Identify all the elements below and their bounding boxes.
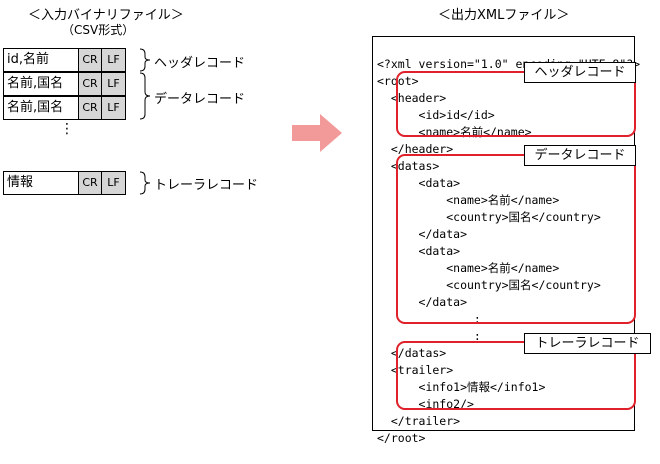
trailer-record-label: トレーラレコード [154, 178, 259, 193]
input-row-data-2: 名前,国名 CR LF [3, 96, 126, 120]
xml-line: <id>id</id> [377, 108, 495, 122]
header-brace-icon [139, 48, 151, 72]
xml-line: <country>国名</country> [377, 210, 601, 224]
cr-cell: CR [79, 49, 102, 71]
xml-line: <info2/> [377, 397, 474, 411]
xml-line: <info1>情報</info1> [377, 380, 546, 394]
cr-cell: CR [79, 97, 102, 119]
input-row-trailer: 情報 CR LF [3, 171, 126, 195]
input-row-data-1: 名前,国名 CR LF [3, 72, 126, 96]
header-tag: ヘッダレコード [524, 62, 636, 83]
row-data-cell: id,名前 [4, 49, 79, 71]
row-data-cell: 名前,国名 [4, 73, 79, 95]
lf-cell: LF [102, 49, 125, 71]
xml-line: <header> [377, 91, 447, 105]
xml-line: </header> [377, 142, 454, 156]
output-file-title: ＜出力XMLファイル＞ [438, 8, 570, 23]
trailer-brace-icon [139, 171, 151, 195]
row-data-cell: 名前,国名 [4, 97, 79, 119]
lf-cell: LF [102, 73, 125, 95]
data-brace-icon [139, 72, 151, 120]
xml-line: </data> [377, 227, 468, 241]
xml-line: <trailer> [377, 363, 454, 377]
convert-arrow-icon [292, 114, 342, 152]
header-record-label: ヘッダレコード [154, 56, 246, 71]
xml-line: </trailer> [377, 414, 461, 428]
xml-line: : [377, 329, 481, 343]
cr-cell: CR [79, 172, 102, 194]
data-record-label: データレコード [154, 92, 246, 107]
input-row-header: id,名前 CR LF [3, 48, 126, 72]
xml-line: <country>国名</country> [377, 278, 601, 292]
input-file-format: （CSV形式） [62, 23, 135, 37]
data-highlight-box [396, 154, 636, 324]
cr-cell: CR [79, 73, 102, 95]
xml-line: <data> [377, 244, 461, 258]
trailer-tag: トレーラレコード [524, 333, 651, 354]
xml-line: </data> [377, 295, 468, 309]
input-file-title: ＜入力バイナリファイル＞ [28, 8, 184, 23]
xml-line: </root> [377, 431, 426, 445]
vertical-ellipsis: ⋮ [60, 121, 74, 137]
row-data-cell: 情報 [4, 172, 79, 194]
xml-line: <data> [377, 176, 461, 190]
lf-cell: LF [102, 97, 125, 119]
header-highlight-box [396, 71, 636, 137]
trailer-highlight-box [396, 341, 636, 410]
lf-cell: LF [102, 172, 125, 194]
xml-line: <name>名前</name> [377, 193, 560, 207]
xml-line: : [377, 312, 481, 326]
data-tag: データレコード [524, 145, 636, 166]
xml-line: <name>名前</name> [377, 261, 560, 275]
